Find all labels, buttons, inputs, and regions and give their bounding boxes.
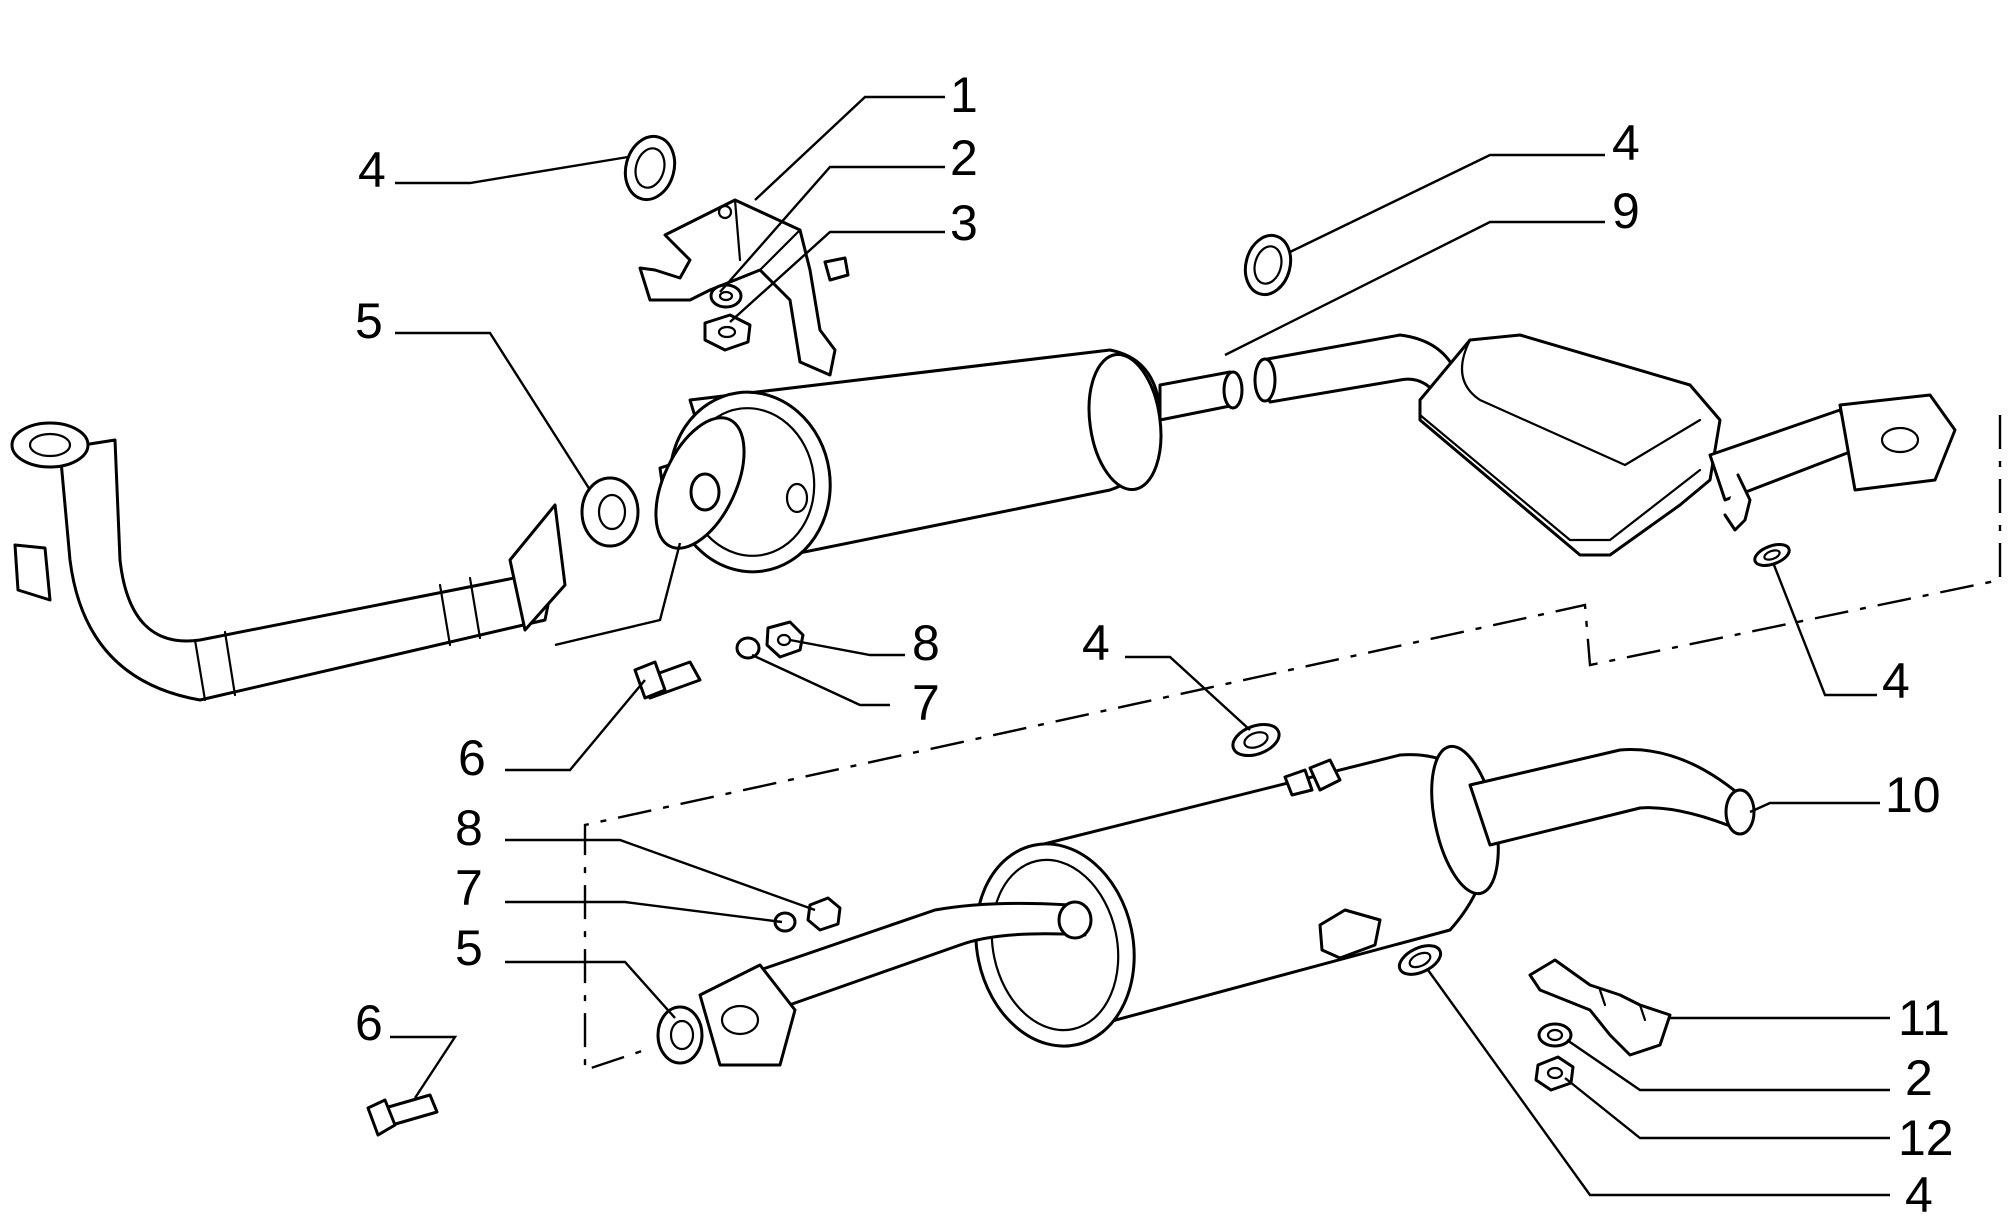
callout-6: 6 — [355, 995, 383, 1051]
inlet-pipe-rear — [698, 900, 1093, 1067]
leader-lines — [390, 95, 1890, 1197]
clamp-bracket — [1528, 958, 1672, 1057]
seal-ring-top-right — [1243, 233, 1293, 297]
callout-1: 1 — [950, 67, 978, 123]
callout-3: 3 — [950, 195, 978, 251]
flange-nut-lower — [806, 896, 842, 932]
callout-5: 5 — [455, 920, 483, 976]
callout-4: 4 — [358, 142, 386, 198]
seal-ring-mid — [1231, 722, 1281, 758]
seal-ring-top-left — [623, 134, 677, 202]
nut-lower — [1534, 1055, 1575, 1092]
callout-4: 4 — [1905, 1167, 1933, 1216]
callout-6: 6 — [458, 730, 486, 786]
assembly-line — [583, 415, 2002, 1072]
bolt-upper — [633, 660, 702, 700]
bolt-lower — [366, 1093, 439, 1137]
center-silencer — [1418, 333, 1957, 557]
front-silencer — [554, 348, 1244, 647]
callout-10: 10 — [1885, 767, 1941, 823]
gasket-ring-lower — [656, 1005, 704, 1065]
callout-8: 8 — [912, 615, 940, 671]
callout-7: 7 — [912, 675, 940, 731]
flange-nut-upper — [765, 620, 805, 659]
callout-4: 4 — [1882, 653, 1910, 709]
nut-upper — [703, 313, 752, 352]
callout-4: 4 — [1082, 615, 1110, 671]
lock-washer-upper — [735, 636, 761, 660]
callout-7: 7 — [455, 860, 483, 916]
mounting-bracket — [638, 198, 850, 377]
callout-4: 4 — [1612, 115, 1640, 171]
washer-upper — [709, 283, 743, 309]
gasket-ring-upper — [580, 476, 640, 548]
washer-lower — [1537, 1022, 1573, 1048]
callout-11: 11 — [1898, 990, 1950, 1046]
rear-silencer — [974, 744, 1756, 1048]
callout-5: 5 — [355, 293, 383, 349]
callout-8: 8 — [455, 800, 483, 856]
callout-9: 9 — [1612, 183, 1640, 239]
rubber-mount-upper-right — [1753, 543, 1791, 567]
front-pipe — [10, 421, 567, 702]
callout-2: 2 — [1905, 1050, 1933, 1106]
seal-ring-lower — [1397, 944, 1443, 976]
callout-2: 2 — [950, 130, 978, 186]
callout-12: 12 — [1898, 1110, 1954, 1166]
